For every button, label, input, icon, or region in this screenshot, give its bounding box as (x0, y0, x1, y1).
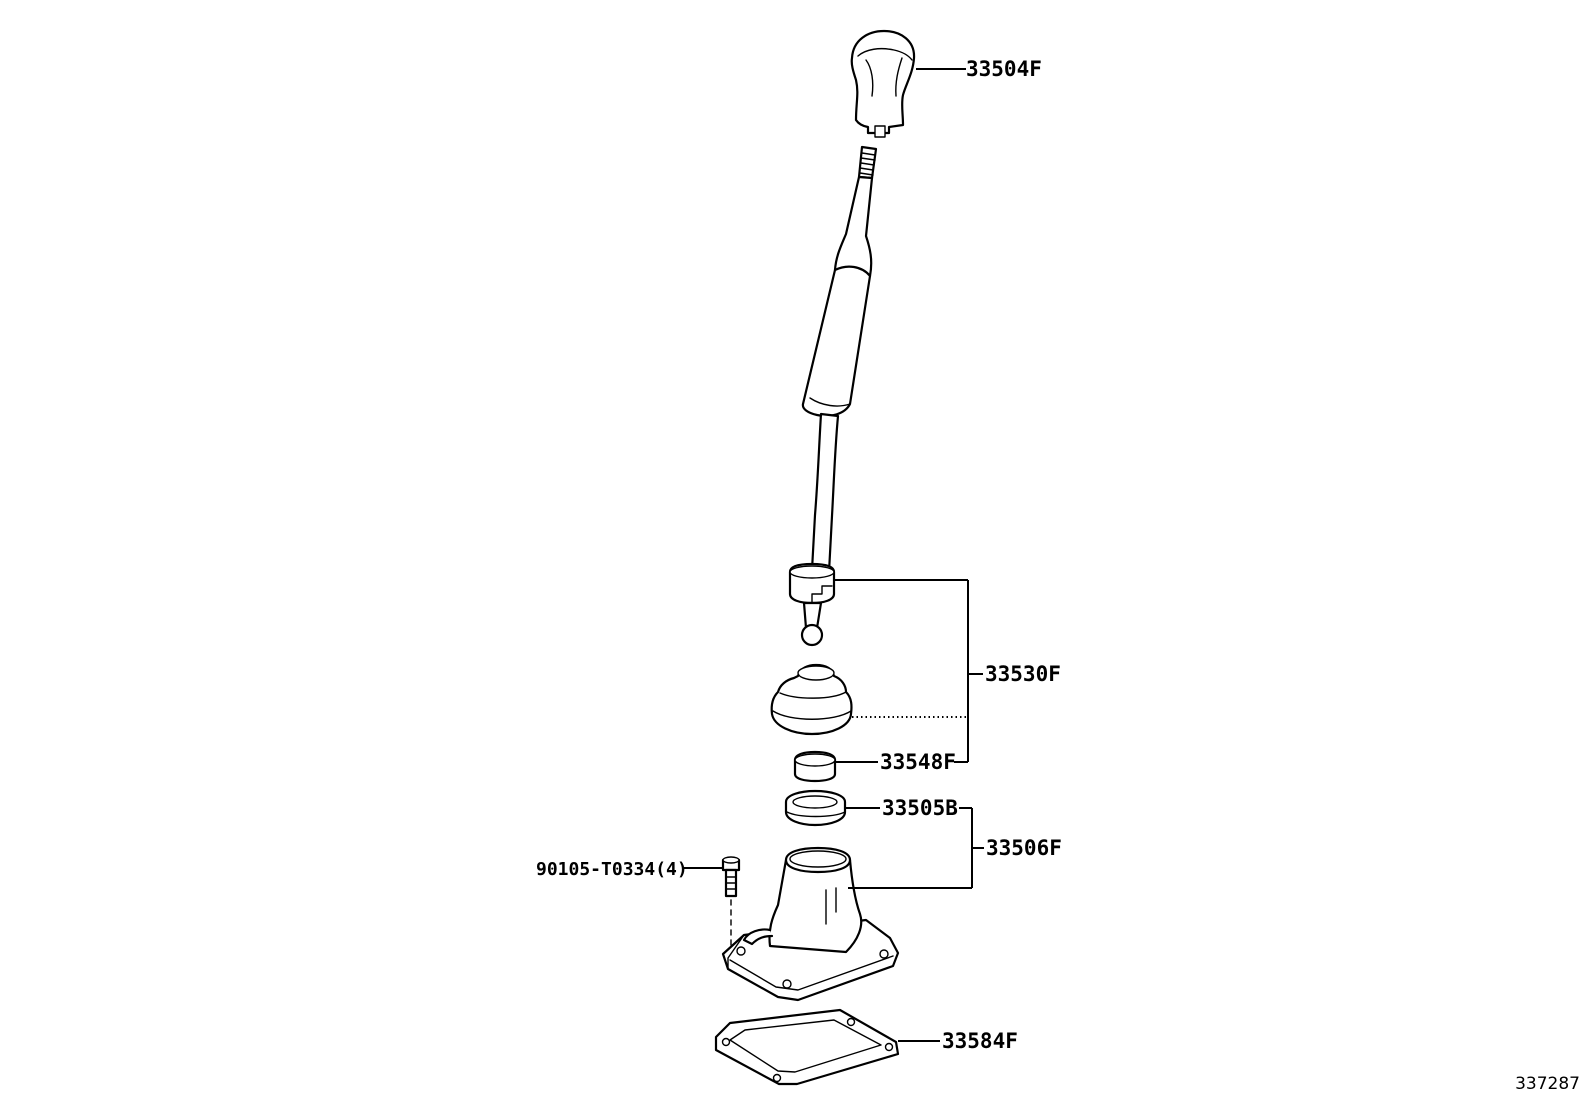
lever-seat (784, 789, 847, 827)
lever-ball-socket (788, 562, 836, 647)
bushing (793, 750, 837, 783)
shift-lever-boot (770, 663, 853, 736)
figure-id: 337287 (1515, 1074, 1580, 1094)
callout-33530f: 33530F (985, 662, 1061, 686)
shift-knob (850, 29, 916, 138)
callout-33504f: 33504F (966, 57, 1042, 81)
callout-33584f: 33584F (942, 1029, 1018, 1053)
shift-lever (801, 145, 878, 574)
shift-lever-retainer (721, 846, 900, 1002)
gasket (714, 1008, 900, 1086)
callout-33506f: 33506F (986, 836, 1062, 860)
leader-lines (682, 68, 984, 1042)
bolt (721, 856, 741, 947)
callout-90105-t0334: 90105-T0334(4) (536, 859, 688, 880)
callout-33505b: 33505B (882, 796, 958, 820)
callout-33548f: 33548F (880, 750, 956, 774)
